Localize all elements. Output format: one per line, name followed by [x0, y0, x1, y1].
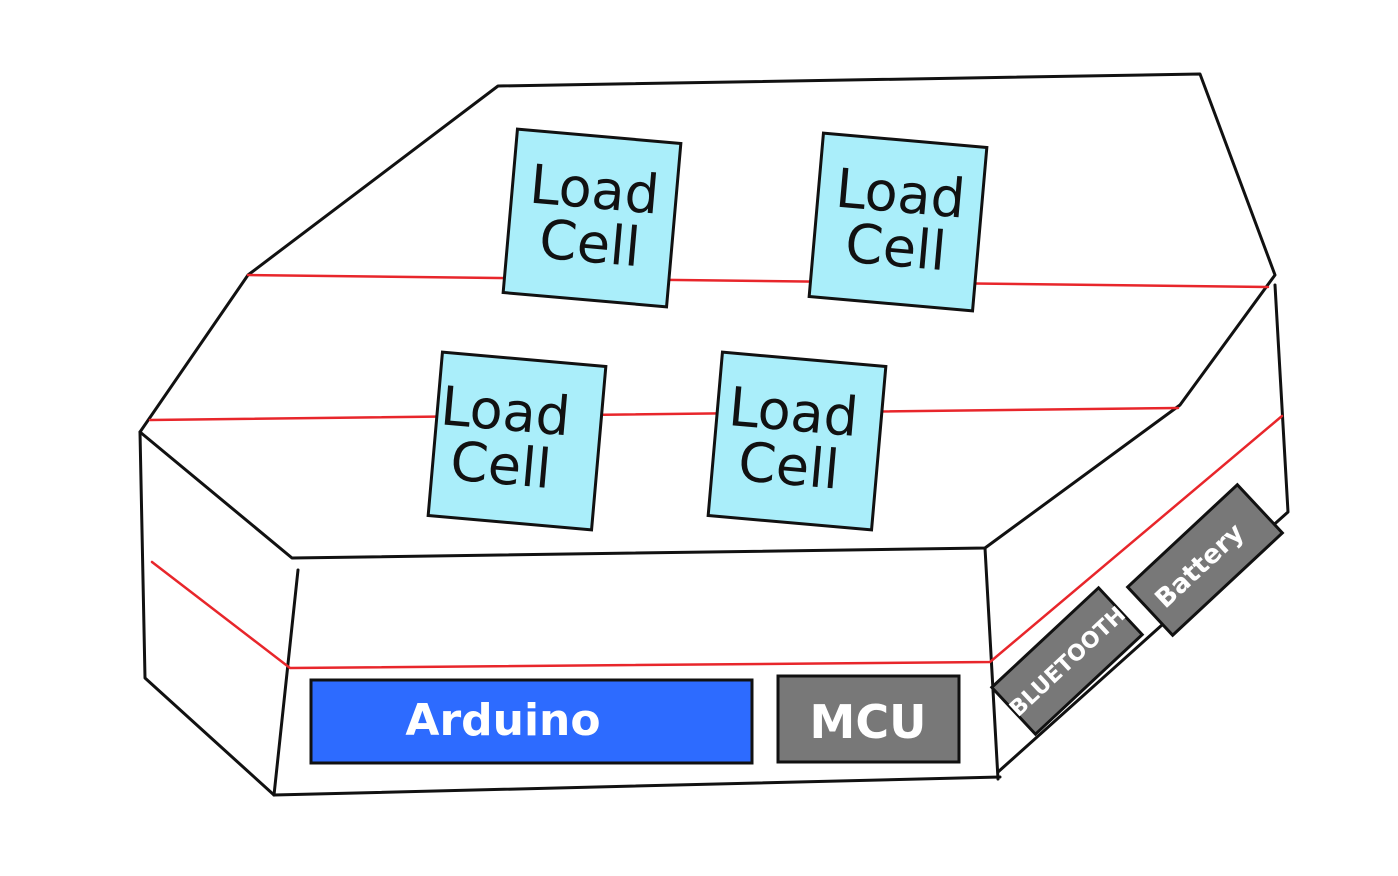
left-side-edge [138, 430, 276, 797]
mcu-module: MCU [776, 674, 961, 764]
enclosure-outline [138, 72, 1290, 797]
load-cell-label-line2: Cell [537, 208, 643, 280]
bottom-edge [272, 775, 1002, 797]
load-cell: Load Cell [807, 131, 989, 313]
battery-module: Battery [1125, 482, 1285, 638]
load-cell-label-line2: Cell [843, 212, 949, 284]
load-cell-label-line2: Cell [736, 430, 842, 502]
wire-middle [148, 406, 1180, 422]
bluetooth-box [989, 585, 1145, 737]
load-cell-label-line2: Cell [448, 429, 554, 501]
arduino-label: Arduino [405, 695, 600, 746]
wire-front [150, 414, 1284, 670]
mcu-label: MCU [810, 695, 927, 749]
load-cell-box [706, 350, 888, 532]
right-side-edge [996, 283, 1290, 774]
front-right-edge [983, 546, 1000, 781]
load-cell-label-line1: Load [527, 153, 662, 227]
load-cell-label-line1: Load [833, 157, 968, 231]
arduino-board: Arduino [309, 678, 754, 765]
top-face-edge [138, 72, 1277, 560]
mcu-box [776, 674, 961, 764]
wires [148, 273, 1284, 670]
load-cell-label-line1: Load [726, 375, 861, 449]
load-cell: Load Cell [426, 350, 608, 532]
load-cell: Load Cell [706, 350, 888, 532]
load-cell-box [807, 131, 989, 313]
front-left-edge [272, 568, 300, 797]
arduino-box [309, 678, 754, 765]
battery-box [1125, 482, 1285, 638]
load-cell-label-line1: Load [438, 374, 573, 448]
load-cell-box [501, 127, 683, 309]
load-cell-box [426, 350, 608, 532]
load-cell: Load Cell [501, 127, 683, 309]
wire-upper [246, 273, 1270, 289]
